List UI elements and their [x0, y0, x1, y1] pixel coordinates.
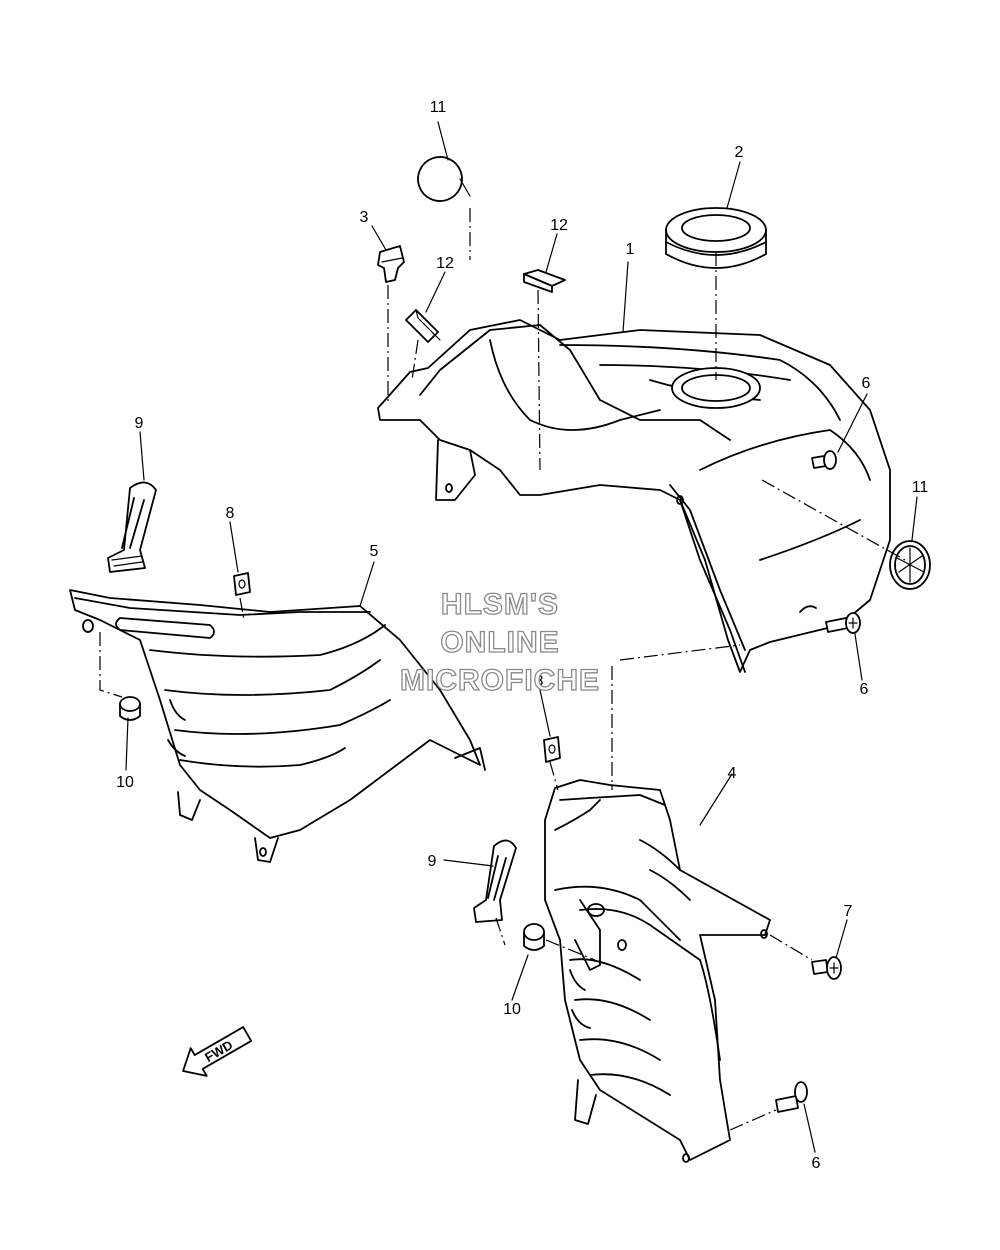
watermark: HLSM'S ONLINE MICROFICHE	[399, 587, 600, 697]
callout-10-left: 10	[116, 774, 134, 791]
part-10-grommet-right	[523, 923, 545, 951]
part-8-clipnut-left	[233, 572, 251, 596]
callout-10-right: 10	[503, 1001, 521, 1018]
part-10-grommet-left	[119, 696, 141, 721]
part-7-screw	[811, 956, 842, 980]
callout-1: 1	[626, 241, 635, 258]
callout-3: 3	[360, 209, 369, 226]
part-4-right-cover	[544, 779, 771, 1163]
part-11-emblem-right	[889, 540, 931, 590]
part-6-screw-middle	[825, 612, 861, 634]
callout-9-left: 9	[135, 415, 144, 432]
callout-6-lower: 6	[812, 1155, 821, 1172]
callout-numbers: 11 2 3 12 1 12 6 11 9 8 5 6 8 10 4 9 7 1…	[116, 99, 928, 1172]
part-8-clipnut-right	[543, 736, 561, 763]
callout-11-right: 11	[912, 479, 929, 496]
fwd-arrow-icon: FWD	[182, 1026, 253, 1077]
part-12-pad-right	[523, 269, 566, 293]
part-5-left-cover	[69, 589, 486, 863]
callout-12-right: 12	[550, 217, 568, 234]
part-1-top-cover	[377, 319, 891, 673]
part-12-pad-left	[405, 309, 441, 343]
callout-7: 7	[844, 903, 853, 920]
callout-12-left: 12	[436, 255, 454, 272]
part-9-clip-right	[473, 839, 517, 923]
callout-8-left: 8	[226, 505, 235, 522]
callout-6-upper: 6	[862, 375, 871, 392]
watermark-line-2: ONLINE	[440, 626, 559, 659]
part-6-screw-upper	[811, 450, 837, 470]
callout-11-top: 11	[430, 99, 447, 116]
watermark-line-3: MICROFICHE	[400, 664, 600, 697]
part-3-grommet	[377, 245, 405, 283]
part-11-label-top	[417, 156, 463, 202]
assembly-lines	[99, 208, 906, 1131]
leader-lines	[125, 121, 918, 1153]
callout-9-right: 9	[428, 853, 437, 870]
callout-8-right: 8	[535, 673, 544, 690]
callout-6-middle: 6	[860, 681, 869, 698]
callout-5: 5	[370, 543, 379, 560]
callout-4: 4	[728, 765, 737, 782]
part-6-screw-lower	[775, 1081, 808, 1113]
callout-2: 2	[735, 144, 744, 161]
watermark-line-1: HLSM'S	[441, 588, 559, 621]
part-9-clip-left	[107, 481, 157, 573]
